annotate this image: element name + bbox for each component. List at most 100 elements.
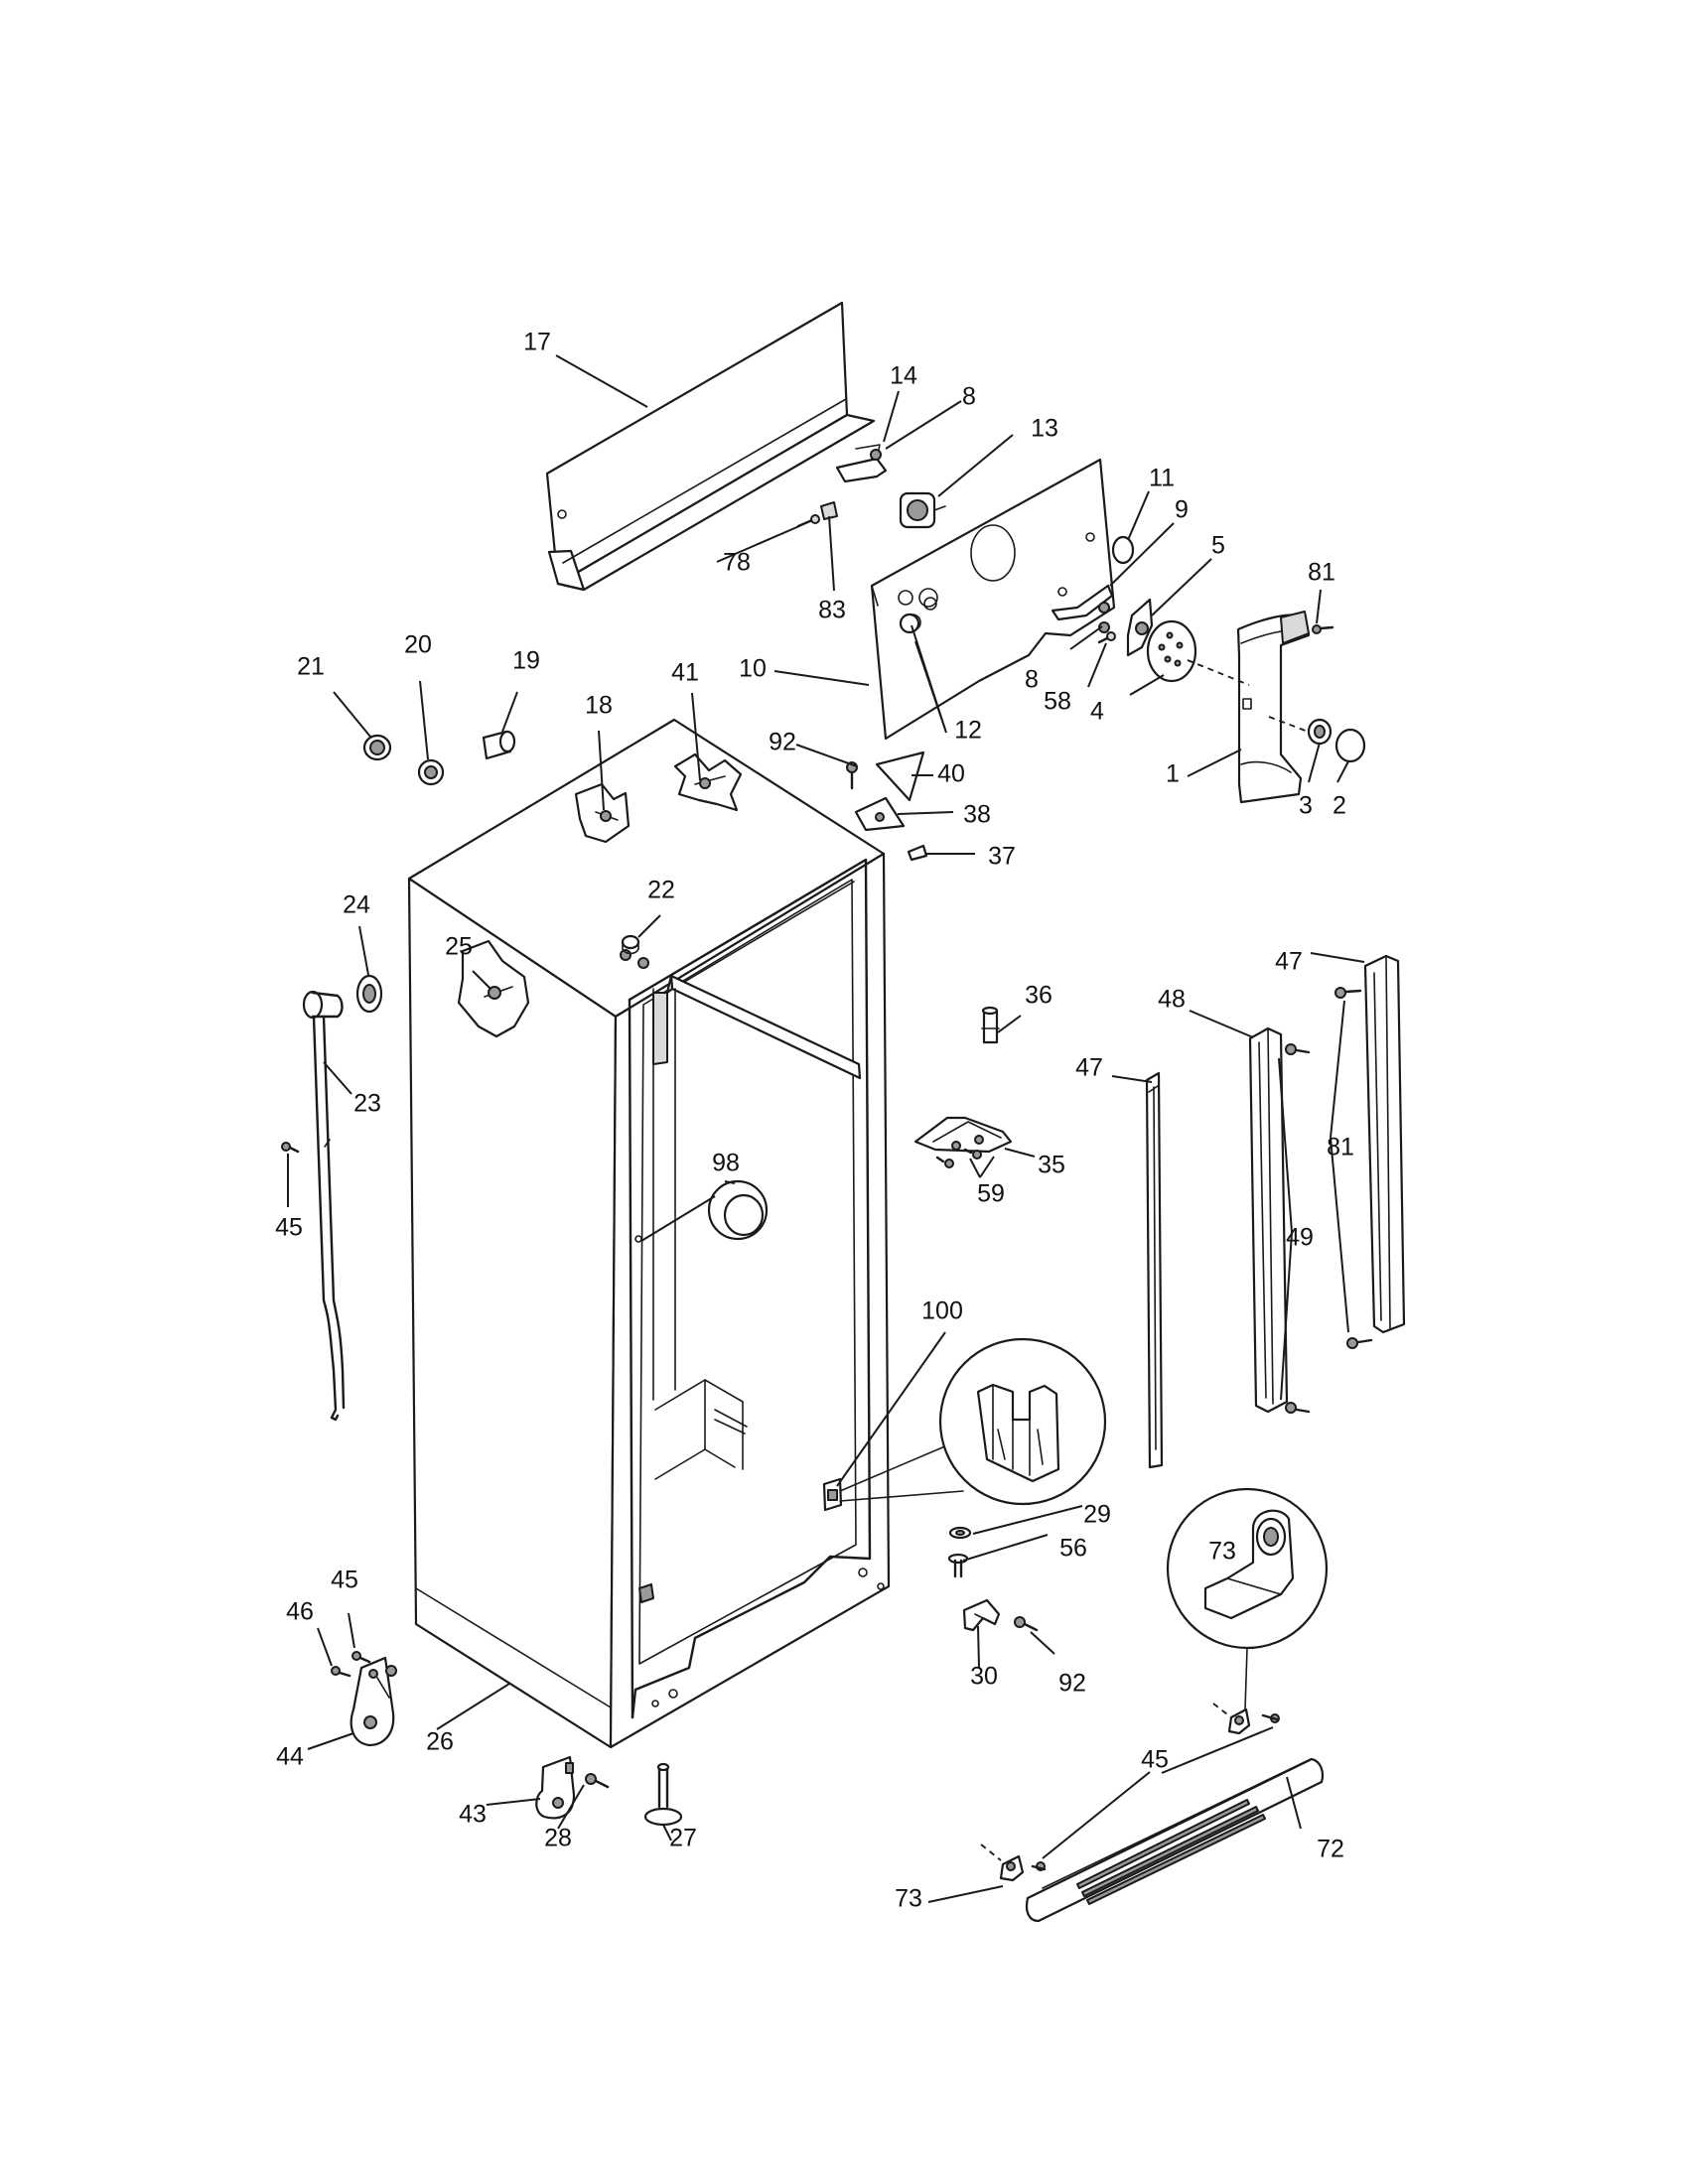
part-56-pin: [947, 1553, 969, 1578]
part-20-grommet: [417, 758, 445, 786]
label-25: 25: [445, 933, 473, 961]
part-44-bottom-hinge: [350, 1656, 397, 1747]
label-11: 11: [1149, 465, 1175, 492]
label-44: 44: [276, 1743, 304, 1771]
label-24: 24: [343, 891, 370, 919]
label-73-bottom: 73: [895, 1885, 922, 1913]
part-72-toe-grille: [1025, 1757, 1325, 1923]
label-36: 36: [1025, 982, 1052, 1010]
label-92-latch: 92: [1058, 1670, 1086, 1698]
assembly-line-73-right: [1212, 1703, 1232, 1718]
part-9-damper-arm: [1051, 584, 1114, 621]
label-19: 19: [512, 647, 540, 675]
part-18-cutaway: [574, 782, 631, 844]
part-30-latch: [962, 1598, 1001, 1632]
assembly-line-knob: [1268, 716, 1312, 734]
detail-leader-73: [1244, 1647, 1248, 1710]
label-92-top: 92: [769, 729, 796, 756]
label-29: 29: [1083, 1501, 1111, 1529]
part-1-control-housing: [1236, 611, 1311, 804]
label-8: 8: [962, 383, 976, 411]
label-10: 10: [739, 655, 767, 683]
label-35: 35: [1038, 1152, 1065, 1179]
label-3: 3: [1299, 792, 1313, 820]
part-4-fan-disc: [1146, 619, 1197, 683]
part-19-sleeve: [482, 730, 516, 760]
label-26: 26: [426, 1728, 454, 1756]
label-83: 83: [818, 597, 846, 624]
label-38: 38: [963, 801, 991, 829]
part-8-nut: [870, 449, 882, 461]
label-59: 59: [977, 1180, 1005, 1208]
label-1: 1: [1166, 760, 1180, 788]
label-40: 40: [937, 760, 965, 788]
part-47-rail-right: [1363, 954, 1406, 1334]
part-23-hinge-rod: [302, 990, 346, 1422]
label-43: 43: [459, 1801, 487, 1829]
part-48-rail: [1248, 1026, 1289, 1414]
part-24-washer: [355, 974, 383, 1014]
part-81-screw-rail-bottom: [1346, 1337, 1373, 1349]
label-72: 72: [1317, 1836, 1344, 1863]
part-27-leveler: [643, 1762, 683, 1827]
part-92-screw-latch: [1014, 1616, 1039, 1632]
label-56: 56: [1059, 1535, 1087, 1563]
part-10-evaporator-cover: [870, 458, 1116, 741]
part-13-fan-motor: [899, 491, 946, 529]
part-45-screw-rod: [281, 1142, 300, 1154]
label-100: 100: [921, 1297, 963, 1325]
part-58-screw: [1097, 631, 1116, 644]
part-81-screw-top: [1312, 624, 1334, 634]
part-59-screws: [935, 1148, 982, 1168]
detail-circle-73: [1166, 1487, 1329, 1650]
label-73-detail: 73: [1208, 1538, 1236, 1566]
part-5-fan-blade: [1126, 598, 1154, 657]
part-73-bracket-left: [999, 1854, 1025, 1882]
label-81-rail: 81: [1327, 1134, 1354, 1161]
detail-circle-100: [938, 1337, 1107, 1506]
label-81-top: 81: [1308, 559, 1335, 587]
label-9: 9: [1175, 496, 1189, 524]
label-30: 30: [970, 1663, 998, 1691]
part-49-screw-top: [1285, 1043, 1311, 1055]
label-46: 46: [286, 1598, 314, 1626]
label-2: 2: [1333, 792, 1346, 820]
label-28: 28: [544, 1825, 572, 1852]
label-48: 48: [1158, 986, 1186, 1014]
label-41: 41: [671, 659, 699, 687]
label-17: 17: [523, 329, 551, 356]
label-27: 27: [669, 1825, 697, 1852]
label-45-hinge: 45: [331, 1567, 358, 1594]
part-98-grommet: [707, 1179, 769, 1241]
label-22: 22: [647, 877, 675, 904]
part-29-washer: [948, 1526, 972, 1540]
label-47-left: 47: [1075, 1054, 1103, 1082]
part-28-screw: [585, 1773, 610, 1789]
detail-leader-100b: [839, 1490, 964, 1502]
assembly-line-fan: [1187, 659, 1250, 686]
part-37-pin: [907, 844, 928, 862]
label-20: 20: [404, 631, 432, 659]
part-3-bushing: [1307, 718, 1333, 746]
part-26-cabinet: [407, 718, 891, 1749]
label-5: 5: [1211, 532, 1225, 560]
label-98: 98: [712, 1150, 740, 1177]
part-45-screw-hinge: [351, 1651, 371, 1664]
part-49-screw-bottom: [1285, 1402, 1311, 1414]
part-78-screw: [796, 514, 820, 528]
part-43-hinge-bracket: [535, 1755, 576, 1820]
part-38-hinge-plate: [854, 796, 906, 832]
part-73-bracket-right: [1227, 1707, 1251, 1735]
part-47-rail-left: [1145, 1071, 1164, 1469]
part-46-screw-hinge: [331, 1666, 351, 1678]
part-45-screw-grille-right: [1261, 1713, 1280, 1723]
part-21-grommet: [362, 734, 392, 761]
label-37: 37: [988, 843, 1016, 871]
part-25-cutaway: [457, 939, 530, 1038]
label-45-grille: 45: [1141, 1746, 1169, 1774]
label-45-left: 45: [275, 1214, 303, 1242]
part-45-screw-grille-left: [1031, 1861, 1047, 1871]
part-22-plug: [621, 934, 640, 955]
part-11-plug: [1111, 535, 1135, 565]
part-35-center-hinge: [913, 1116, 1013, 1154]
